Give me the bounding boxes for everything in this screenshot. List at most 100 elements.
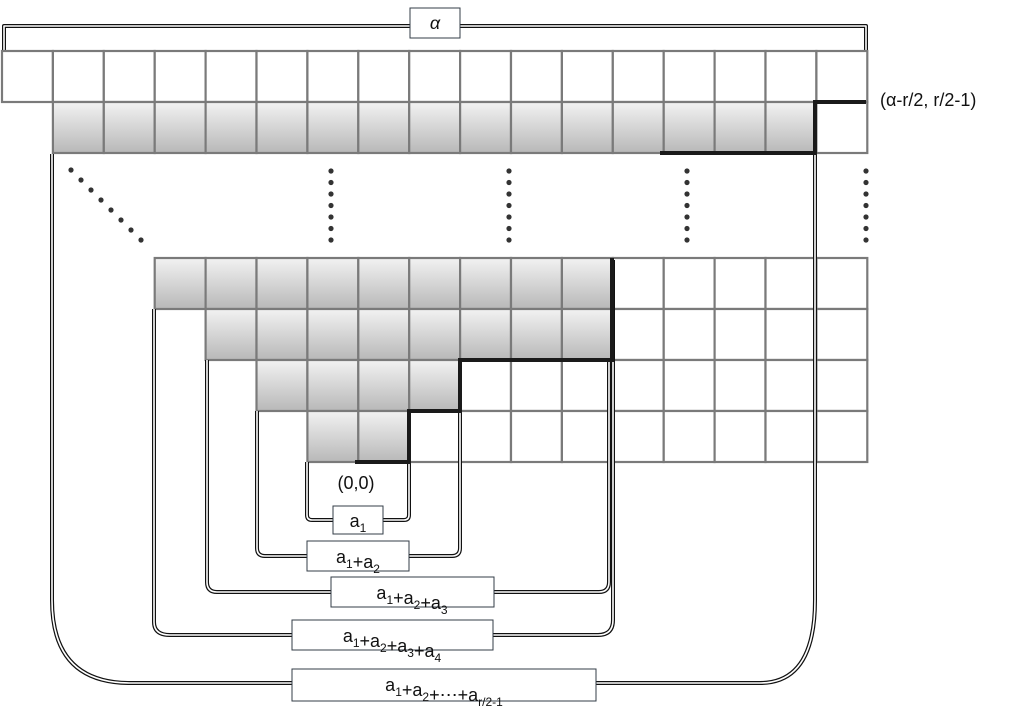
shaded-cell xyxy=(560,100,614,155)
empty-cell xyxy=(509,49,564,104)
ellipsis-dot xyxy=(328,191,334,197)
lattice-path-top xyxy=(660,100,866,155)
empty-cell xyxy=(560,358,614,413)
empty-cell xyxy=(815,256,869,311)
ellipsis-dot xyxy=(506,225,512,232)
ellipsis-dot xyxy=(506,202,512,209)
shaded-cell xyxy=(255,256,309,311)
empty-cell xyxy=(713,49,767,104)
sum-label-a1-ar: a1+a2+⋯+ar/2-1 xyxy=(291,668,597,709)
shaded-cell xyxy=(357,256,411,311)
empty-cell xyxy=(815,358,869,413)
ellipsis-dot xyxy=(78,177,84,183)
empty-cell xyxy=(764,409,818,464)
shaded-cell xyxy=(102,100,156,155)
ellipsis-dot xyxy=(863,168,869,174)
empty-cell xyxy=(662,358,716,413)
top-cell-grid xyxy=(0,49,869,155)
empty-cell xyxy=(713,358,767,413)
empty-cell xyxy=(764,256,818,311)
shaded-cell xyxy=(408,358,462,413)
ellipsis-dot xyxy=(108,207,114,213)
empty-cell xyxy=(459,409,513,464)
shaded-cell xyxy=(306,307,360,362)
empty-cell xyxy=(0,49,55,104)
ellipsis-dot xyxy=(506,191,512,197)
empty-cell xyxy=(764,307,818,362)
empty-cell xyxy=(560,409,614,464)
shaded-cell xyxy=(509,100,564,155)
ellipsis-dot xyxy=(138,237,144,243)
ellipsis-dot xyxy=(328,202,334,209)
sum-text-a1-a4: a1+a2+a3+a4 xyxy=(343,626,442,665)
shaded-cell xyxy=(204,307,258,362)
shaded-cell xyxy=(459,100,513,155)
empty-cell xyxy=(713,307,767,362)
empty-cell xyxy=(560,49,614,104)
shaded-cell xyxy=(255,307,309,362)
empty-cell xyxy=(153,49,207,104)
shaded-cell xyxy=(153,100,207,155)
shaded-cell xyxy=(713,100,767,155)
empty-cell xyxy=(815,307,869,362)
ellipsis-dot xyxy=(863,214,869,220)
empty-cell xyxy=(662,307,716,362)
empty-cell xyxy=(357,49,411,104)
ellipsis-dot xyxy=(328,225,334,232)
shaded-cell xyxy=(662,100,716,155)
shaded-cell xyxy=(255,100,309,155)
ellipsis-dot xyxy=(118,217,124,223)
origin-label: (0,0) xyxy=(337,473,374,493)
sum-text-a1-a3: a1+a2+a3 xyxy=(376,583,447,617)
empty-cell xyxy=(662,256,716,311)
shaded-cell xyxy=(306,256,360,311)
empty-cell xyxy=(713,256,767,311)
ellipsis-dot xyxy=(88,187,94,193)
empty-cell xyxy=(102,49,156,104)
empty-cell xyxy=(662,49,716,104)
shaded-cell xyxy=(51,100,105,155)
shaded-cell xyxy=(306,358,360,413)
shaded-cell xyxy=(204,256,258,311)
ellipsis-dot xyxy=(328,237,334,243)
sum-text-a1-a2: a1+a2 xyxy=(336,547,380,576)
sum-label-a1-a2: a1+a2 xyxy=(306,540,410,576)
bottom-cell-grid xyxy=(153,256,869,464)
shaded-cell xyxy=(306,100,360,155)
shaded-cell xyxy=(408,100,462,155)
shaded-cell xyxy=(204,100,258,155)
empty-cell xyxy=(764,358,818,413)
empty-cell xyxy=(764,49,818,104)
empty-cell xyxy=(255,49,309,104)
ellipsis-dot xyxy=(128,227,134,233)
empty-cell xyxy=(815,409,869,464)
shaded-cell xyxy=(408,307,462,362)
ellipsis-dot xyxy=(506,179,512,186)
ellipsis-dot xyxy=(684,214,690,220)
shaded-cell xyxy=(611,100,665,155)
ellipsis-dot xyxy=(863,202,869,209)
empty-cell xyxy=(662,409,716,464)
empty-cell xyxy=(611,307,665,362)
shaded-cell xyxy=(357,358,411,413)
empty-cell xyxy=(611,358,665,413)
ellipsis-dot xyxy=(506,237,512,243)
empty-cell xyxy=(815,49,869,104)
empty-cell xyxy=(408,409,462,464)
shaded-cell xyxy=(560,256,614,311)
ellipsis-dot xyxy=(684,179,690,186)
empty-cell xyxy=(459,49,513,104)
empty-cell xyxy=(509,358,564,413)
ellipsis-dot xyxy=(863,191,869,197)
ellipsis-dots xyxy=(68,167,869,243)
ellipsis-dot xyxy=(684,237,690,243)
alpha-label: α xyxy=(409,7,461,39)
ellipsis-dot xyxy=(506,168,512,174)
empty-cell xyxy=(611,256,665,311)
empty-cell xyxy=(611,49,665,104)
lattice-path-bottom xyxy=(355,258,614,464)
ellipsis-dot xyxy=(863,237,869,243)
empty-cell xyxy=(713,409,767,464)
ellipsis-dot xyxy=(506,214,512,220)
